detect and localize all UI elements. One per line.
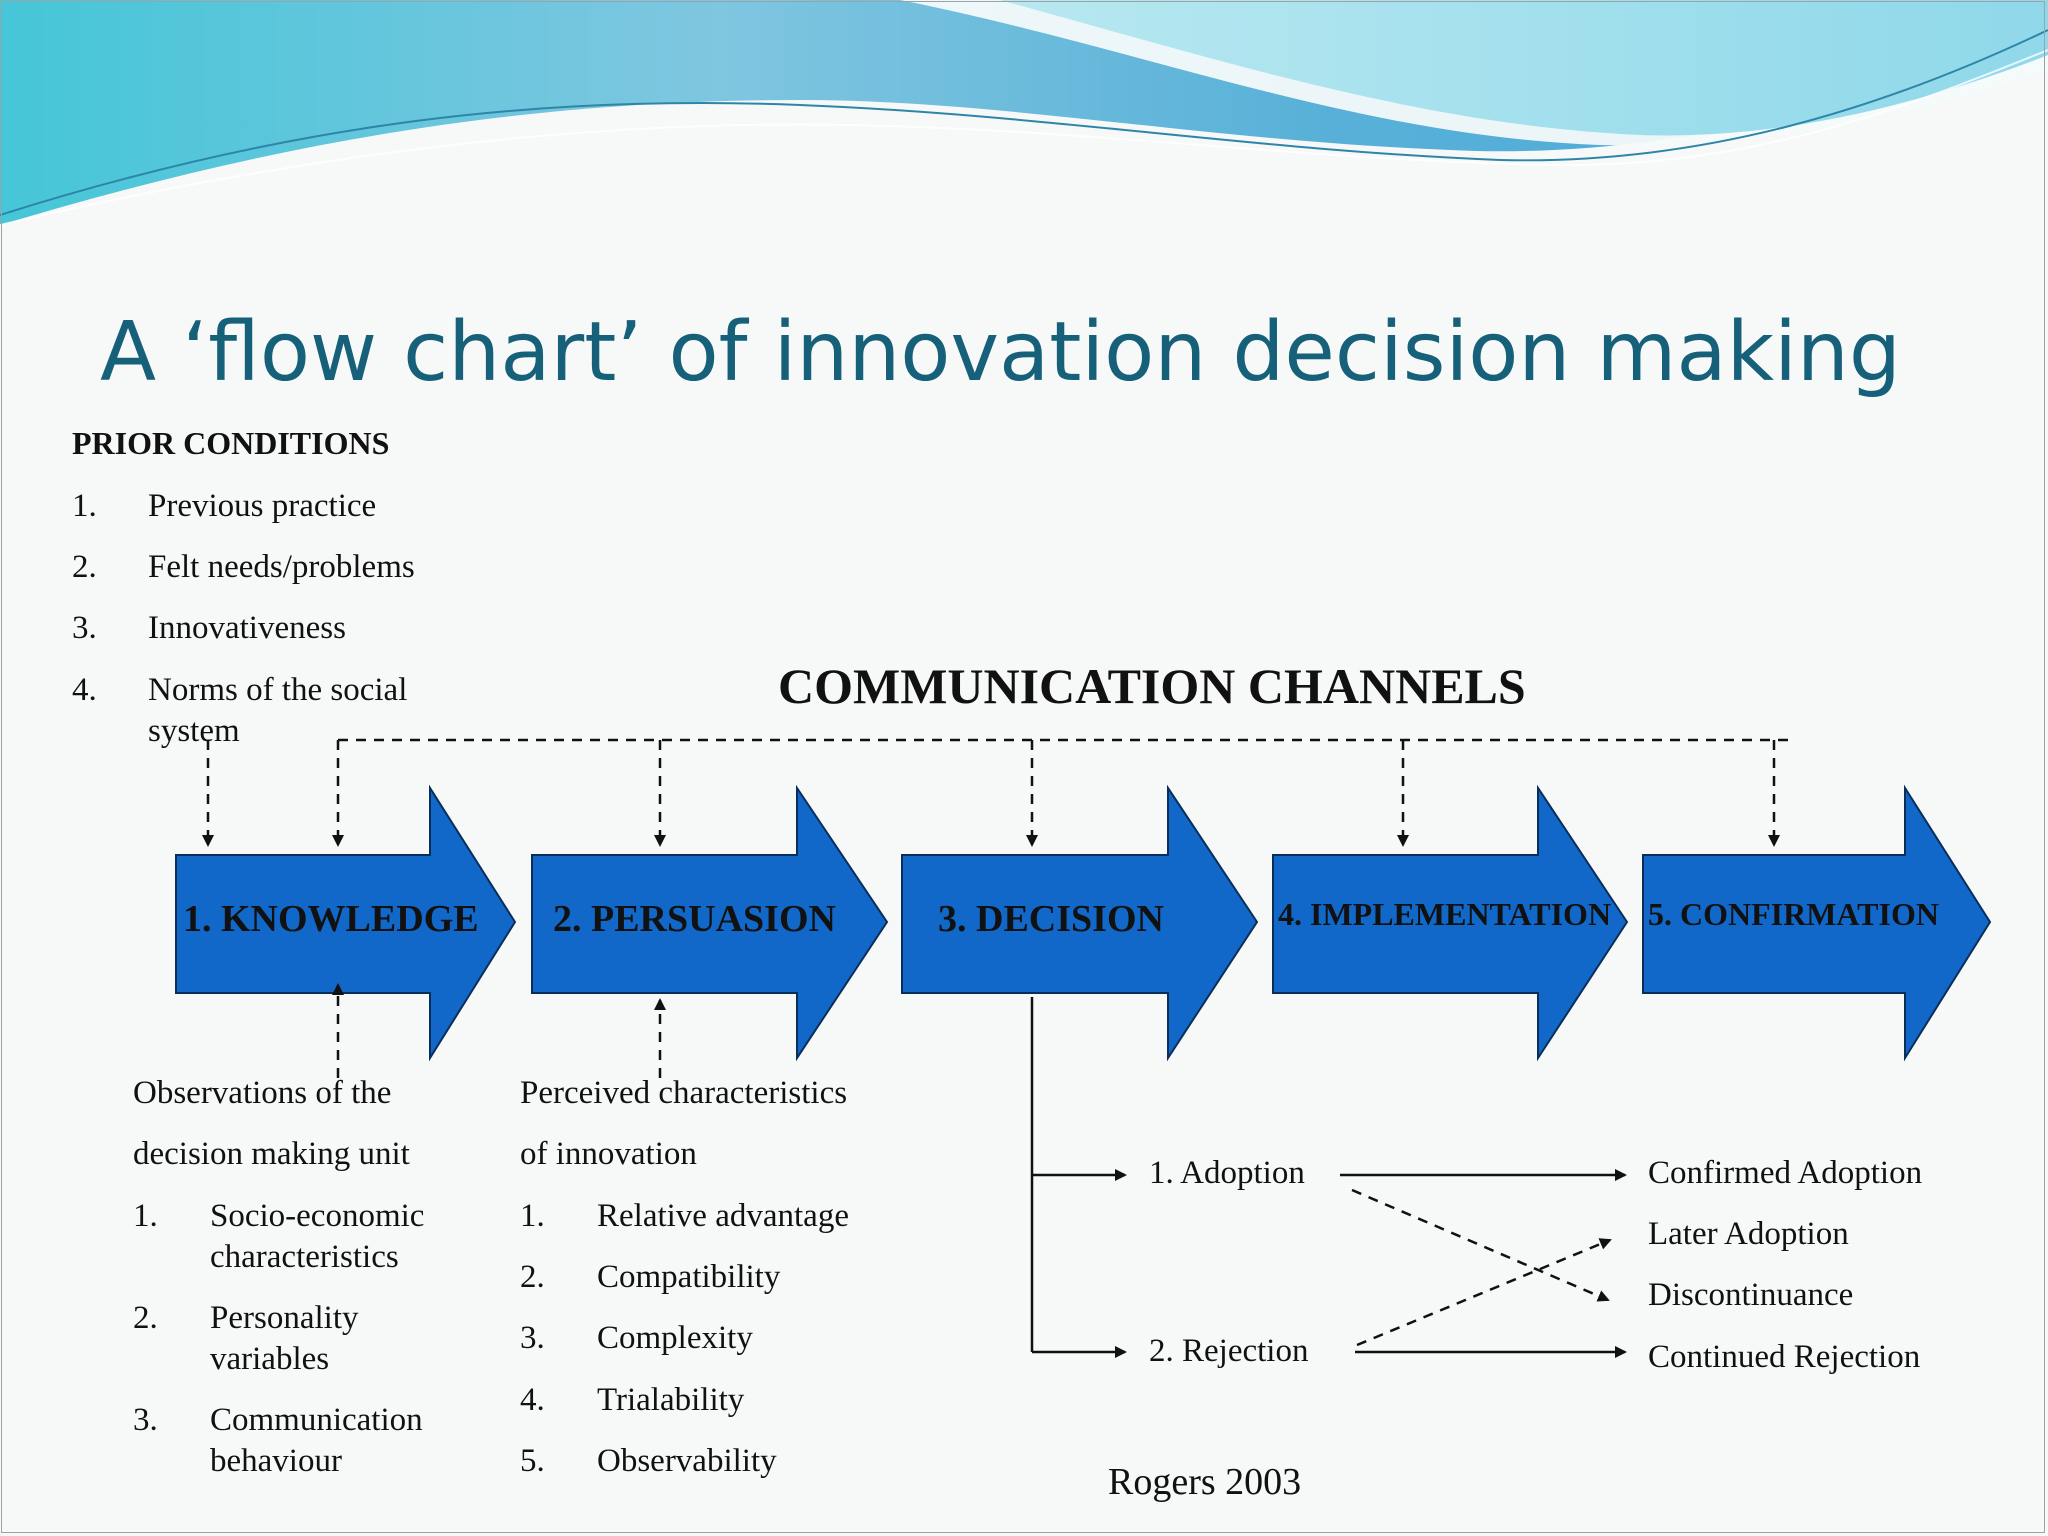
stage-arrow-persuasion [531,784,889,1062]
decision-adoption-label: 1. Adoption [1149,1155,1305,1191]
stage-label-decision: 3. DECISION [938,898,1164,940]
observation-num: 2. [133,1300,158,1336]
perceived-item: Complexity [597,1320,753,1356]
stage-arrow-knowledge [175,784,517,1062]
observation-num: 1. [133,1198,158,1234]
citation: Rogers 2003 [1108,1461,1302,1503]
prior-condition-num: 4. [72,672,97,708]
perceived-num: 3. [520,1320,545,1356]
observations-heading-cont: decision making unit [133,1136,410,1172]
prior-condition-item: Felt needs/problems [148,549,415,585]
communication-channels-connectors [202,738,1790,847]
observation-item-cont: variables [210,1341,330,1377]
stage-label-implementation: 4. IMPLEMENTATION [1278,896,1612,932]
observation-item-cont: behaviour [210,1443,342,1479]
observation-item-cont: characteristics [210,1239,399,1275]
stage-arrow-confirmation [1642,784,1992,1062]
stage-label-knowledge: 1. KNOWLEDGE [183,898,479,940]
prior-condition-item: Norms of the social [148,672,408,708]
perceived-num: 2. [520,1259,545,1295]
perceived-heading: Perceived characteristics [520,1075,848,1111]
prior-condition-num: 1. [72,488,97,524]
perceived-item: Trialability [597,1382,745,1418]
header-wave-decoration [0,0,2048,226]
observation-num: 3. [133,1402,158,1438]
stage-arrow-decision [901,784,1259,1062]
perceived-item: Relative advantage [597,1198,849,1234]
perceived-heading-cont: of innovation [520,1136,697,1172]
stage-label-persuasion: 2. PERSUASION [553,898,836,940]
observations-heading: Observations of the [133,1075,392,1111]
perceived-num: 1. [520,1198,545,1234]
discontinuance-label: Discontinuance [1648,1277,1854,1313]
perceived-item: Observability [597,1443,777,1479]
prior-condition-num: 2. [72,549,97,585]
perceived-num: 4. [520,1382,545,1418]
perceived-item: Compatibility [597,1259,781,1295]
continued-rejection-label: Continued Rejection [1648,1339,1921,1375]
prior-condition-num: 3. [72,610,97,646]
observation-item: Communication [210,1402,423,1438]
decision-outcome-connectors [1030,997,1627,1358]
stage-label-confirmation: 5. CONFIRMATION [1648,896,1939,932]
prior-condition-item-cont: system [148,713,240,749]
stage-arrow-implementation [1272,784,1629,1062]
perceived-num: 5. [520,1443,545,1479]
later-adoption-label: Later Adoption [1648,1216,1849,1252]
prior-condition-item: Previous practice [148,488,377,524]
prior-conditions-heading: PRIOR CONDITIONS [72,425,390,461]
confirmation-cross-connectors [1351,1188,1612,1347]
prior-condition-item: Innovativeness [148,610,346,646]
observation-item: Socio-economic [210,1198,425,1234]
observation-item: Personality [210,1300,359,1336]
slide-title: A ‘flow chart’ of innovation decision ma… [100,305,1901,400]
decision-rejection-label: 2. Rejection [1149,1333,1309,1369]
confirmed-adoption-label: Confirmed Adoption [1648,1155,1923,1191]
communication-channels-label: COMMUNICATION CHANNELS [778,658,1526,714]
